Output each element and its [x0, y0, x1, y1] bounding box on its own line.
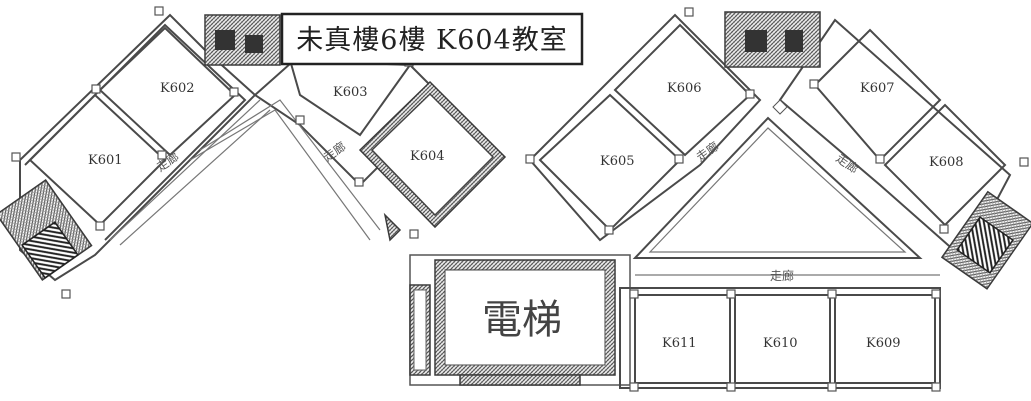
corridor-label-bottom: 走廊 — [770, 268, 794, 283]
room-label-k608: K608 — [929, 155, 964, 170]
room-label-k610: K610 — [763, 336, 798, 351]
corridor-label-center: 走廊 — [320, 138, 348, 164]
elevator-block — [409, 254, 631, 386]
map-title: 未真樓6樓 K604教室 — [296, 25, 567, 56]
room-label-k602: K602 — [160, 81, 195, 96]
room-label-k603: K603 — [333, 85, 368, 100]
room-label-k609: K609 — [866, 336, 901, 351]
room-label-k604: K604 — [410, 149, 445, 164]
room-label-k606: K606 — [667, 81, 702, 96]
left-wing — [0, 6, 281, 299]
room-k601-outline — [28, 93, 167, 227]
right-wing — [525, 7, 1031, 392]
room-k611-outline — [634, 294, 731, 384]
central-wing — [189, 53, 507, 242]
corridor-label-far-right: 走廊 — [833, 150, 861, 176]
room-label-k605: K605 — [600, 154, 635, 169]
title-box — [280, 12, 584, 66]
room-k608-outline — [883, 103, 1007, 227]
room-k607-outline — [813, 28, 942, 162]
room-label-k601: K601 — [88, 153, 123, 168]
room-k610-outline — [734, 294, 831, 384]
room-label-k607: K607 — [860, 81, 895, 96]
room-k609-outline — [834, 294, 936, 384]
elevator-label: 電梯 — [482, 297, 562, 343]
room-label-k611: K611 — [662, 336, 697, 351]
